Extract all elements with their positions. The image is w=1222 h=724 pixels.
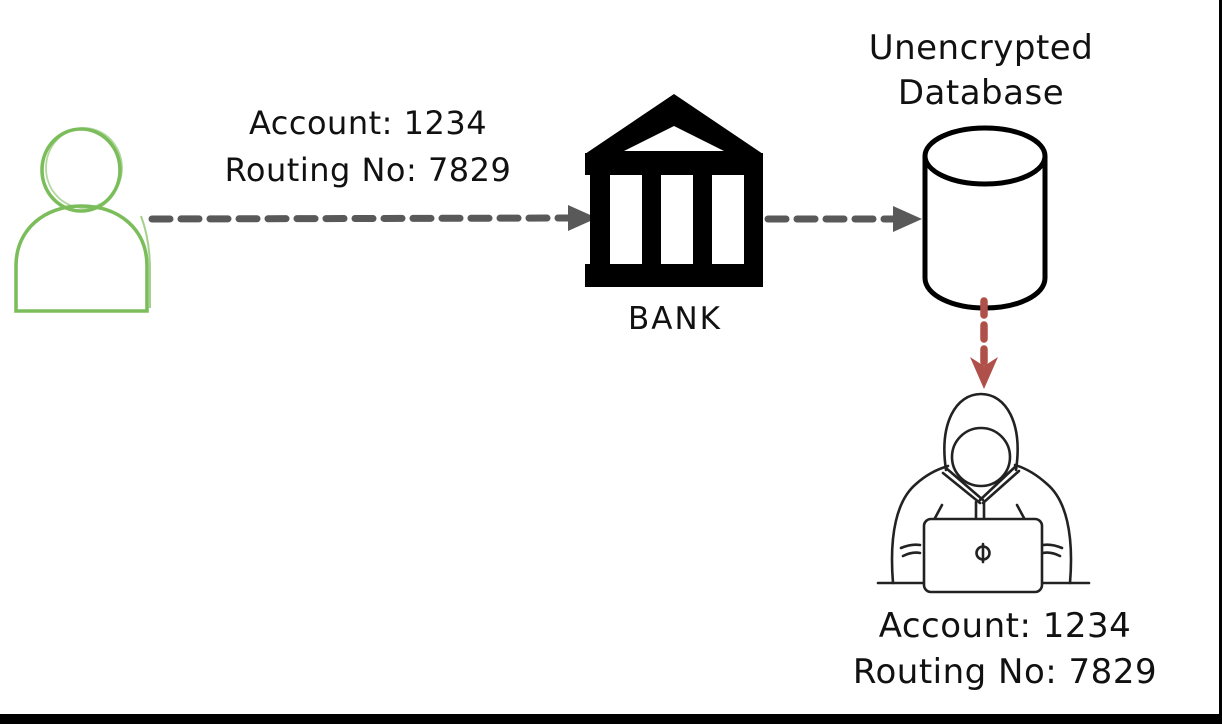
database-label-line2: Database (897, 73, 1065, 113)
bank-entablature (585, 153, 763, 175)
hacker-face (950, 426, 1012, 488)
database-top (922, 125, 1048, 187)
bank-to-database-arrow (764, 206, 922, 232)
hacker-left-arm (890, 464, 950, 585)
sender-message-line2: Routing No: 7829 (224, 151, 512, 189)
right-border-line (1219, 0, 1222, 724)
bank-column-2 (642, 175, 661, 265)
user-to-bank-arrow (148, 205, 597, 231)
hacker-right-arm (1013, 463, 1073, 585)
bank-label: BANK (628, 301, 722, 337)
bank-column-3 (693, 175, 712, 265)
leaked-message-line1: Account: 1234 (878, 606, 1132, 646)
database-label-line1: Unencrypted (868, 28, 1094, 68)
user-body-sketch-line (140, 215, 151, 308)
database-to-hacker-arrow (970, 297, 998, 389)
hacker-right-cuff (1041, 543, 1064, 558)
database-icon (922, 125, 1048, 311)
bank-roof-inner (624, 126, 724, 151)
bank-column-4 (744, 175, 763, 265)
sender-message: Account: 1234 Routing No: 7829 (150, 100, 586, 194)
leaked-message-line2: Routing No: 7829 (852, 652, 1158, 692)
leaked-message: Account: 1234 Routing No: 7829 (818, 603, 1192, 695)
hacker-hood (943, 392, 1019, 472)
hacker-drawstrings (974, 500, 986, 521)
user-icon (14, 127, 151, 313)
user-head-sketch-line (45, 127, 123, 209)
bank-column-1 (590, 175, 610, 265)
bottom-border-bar (0, 714, 1222, 724)
bank-roof (585, 94, 763, 154)
sender-message-line1: Account: 1234 (248, 104, 488, 142)
hacker-icon (876, 392, 1091, 594)
bank-icon (585, 94, 763, 287)
hacker-left-cuff (899, 543, 922, 558)
database-label: Unencrypted Database (826, 26, 1136, 116)
hacker-hood-front (941, 464, 1021, 505)
user-body (14, 204, 149, 313)
hacker-arm-creases (933, 503, 1026, 520)
bank-base (585, 264, 763, 287)
